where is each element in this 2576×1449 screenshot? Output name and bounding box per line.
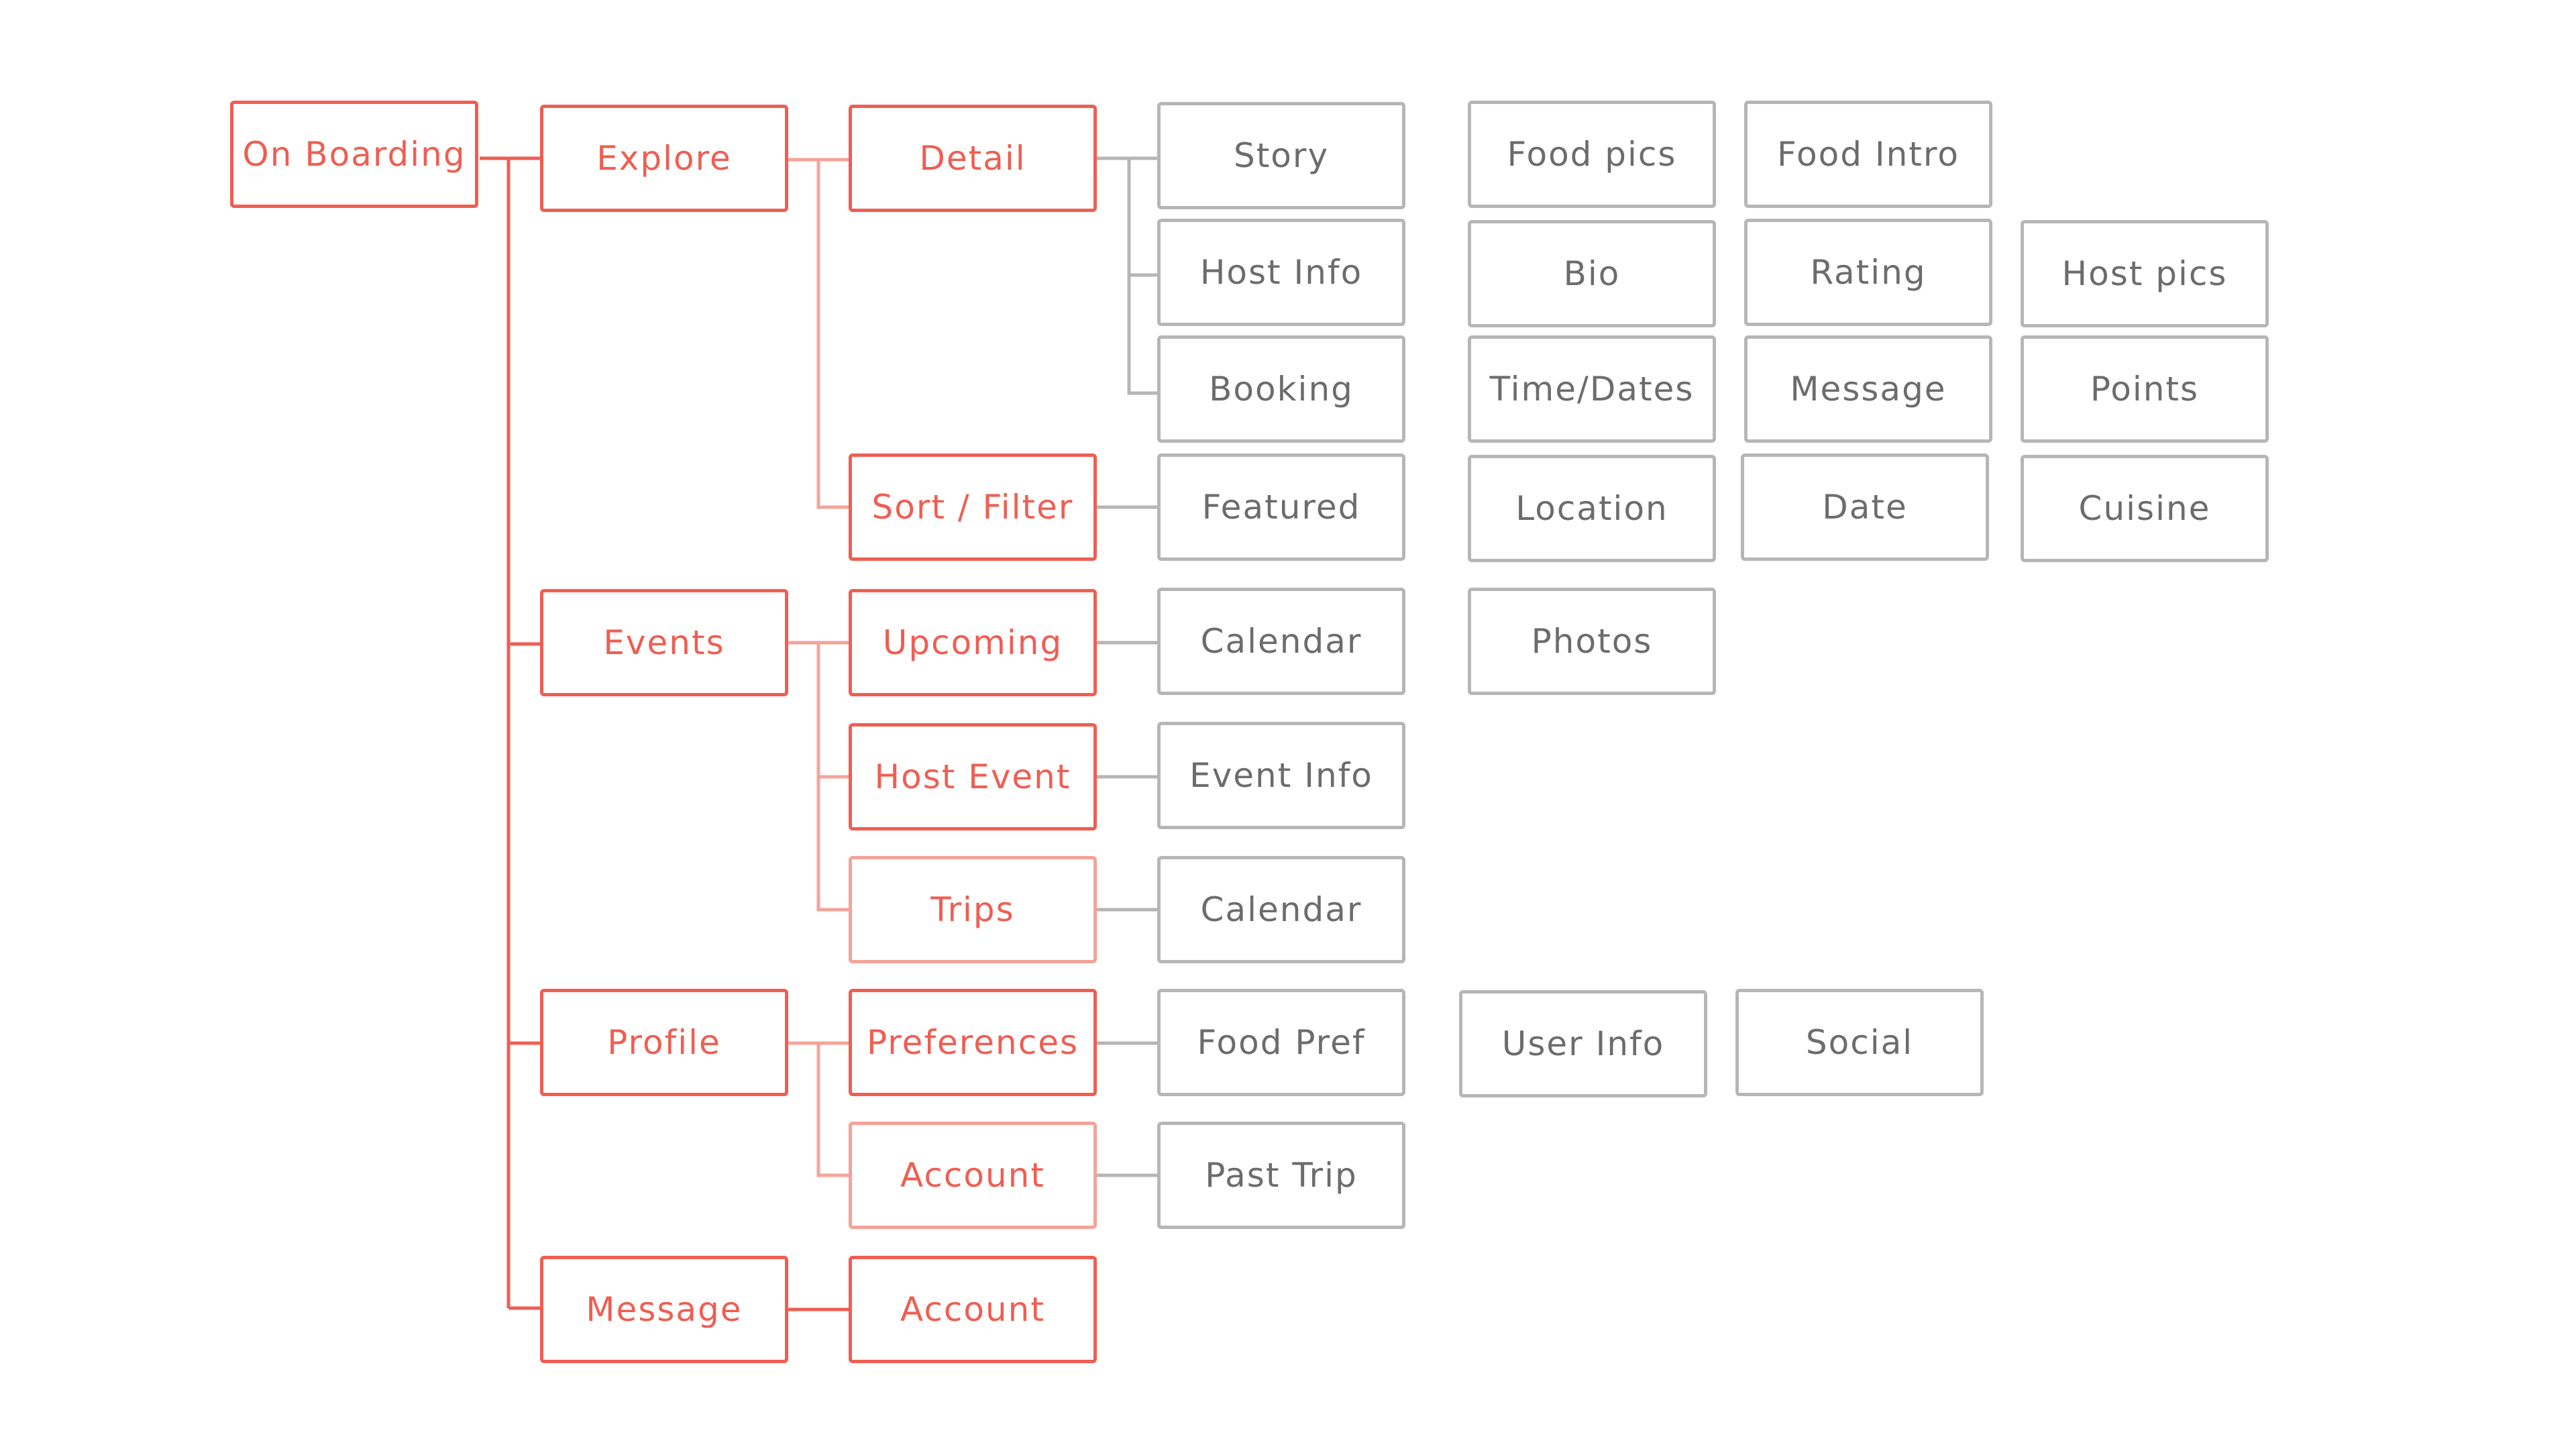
node-photos[interactable]: Photos [1468,588,1716,695]
node-events[interactable]: Events [540,589,788,696]
node-sort-filter[interactable]: Sort / Filter [849,453,1097,561]
node-story[interactable]: Story [1157,102,1405,209]
node-explore[interactable]: Explore [540,105,788,212]
node-host-event[interactable]: Host Event [849,723,1097,830]
node-food-pics[interactable]: Food pics [1468,101,1716,208]
node-on-boarding[interactable]: On Boarding [230,101,478,208]
node-food-intro[interactable]: Food Intro [1744,101,1992,208]
node-booking[interactable]: Booking [1157,335,1405,443]
node-account-profile[interactable]: Account [849,1122,1097,1229]
node-detail[interactable]: Detail [849,105,1097,212]
node-rating[interactable]: Rating [1744,219,1992,326]
node-user-info[interactable]: User Info [1459,990,1707,1097]
node-points[interactable]: Points [2021,335,2269,443]
node-preferences[interactable]: Preferences [849,989,1097,1096]
connector-explore-spine [816,160,851,509]
node-account-message[interactable]: Account [849,1256,1097,1363]
node-upcoming[interactable]: Upcoming [849,589,1097,696]
node-location[interactable]: Location [1468,455,1716,562]
node-cuisine[interactable]: Cuisine [2021,455,2269,562]
node-calendar-upcoming[interactable]: Calendar [1157,588,1405,695]
node-bio[interactable]: Bio [1468,220,1716,327]
node-calendar-trips[interactable]: Calendar [1157,856,1405,963]
node-food-pref[interactable]: Food Pref [1157,989,1405,1096]
node-past-trip[interactable]: Past Trip [1157,1122,1405,1229]
node-message-booking[interactable]: Message [1744,335,1992,443]
node-date[interactable]: Date [1741,453,1989,561]
node-message[interactable]: Message [540,1256,788,1363]
node-event-info[interactable]: Event Info [1157,722,1405,829]
node-time-dates[interactable]: Time/Dates [1468,335,1716,443]
node-host-pics[interactable]: Host pics [2021,220,2269,327]
connector-profile-spine [816,1043,851,1177]
connector-detail-spine [1127,158,1159,395]
node-social[interactable]: Social [1735,989,1984,1096]
node-host-info[interactable]: Host Info [1157,219,1405,326]
node-featured[interactable]: Featured [1157,453,1405,561]
connector-events-spine [816,643,851,912]
node-trips[interactable]: Trips [849,856,1097,963]
node-profile[interactable]: Profile [540,989,788,1096]
